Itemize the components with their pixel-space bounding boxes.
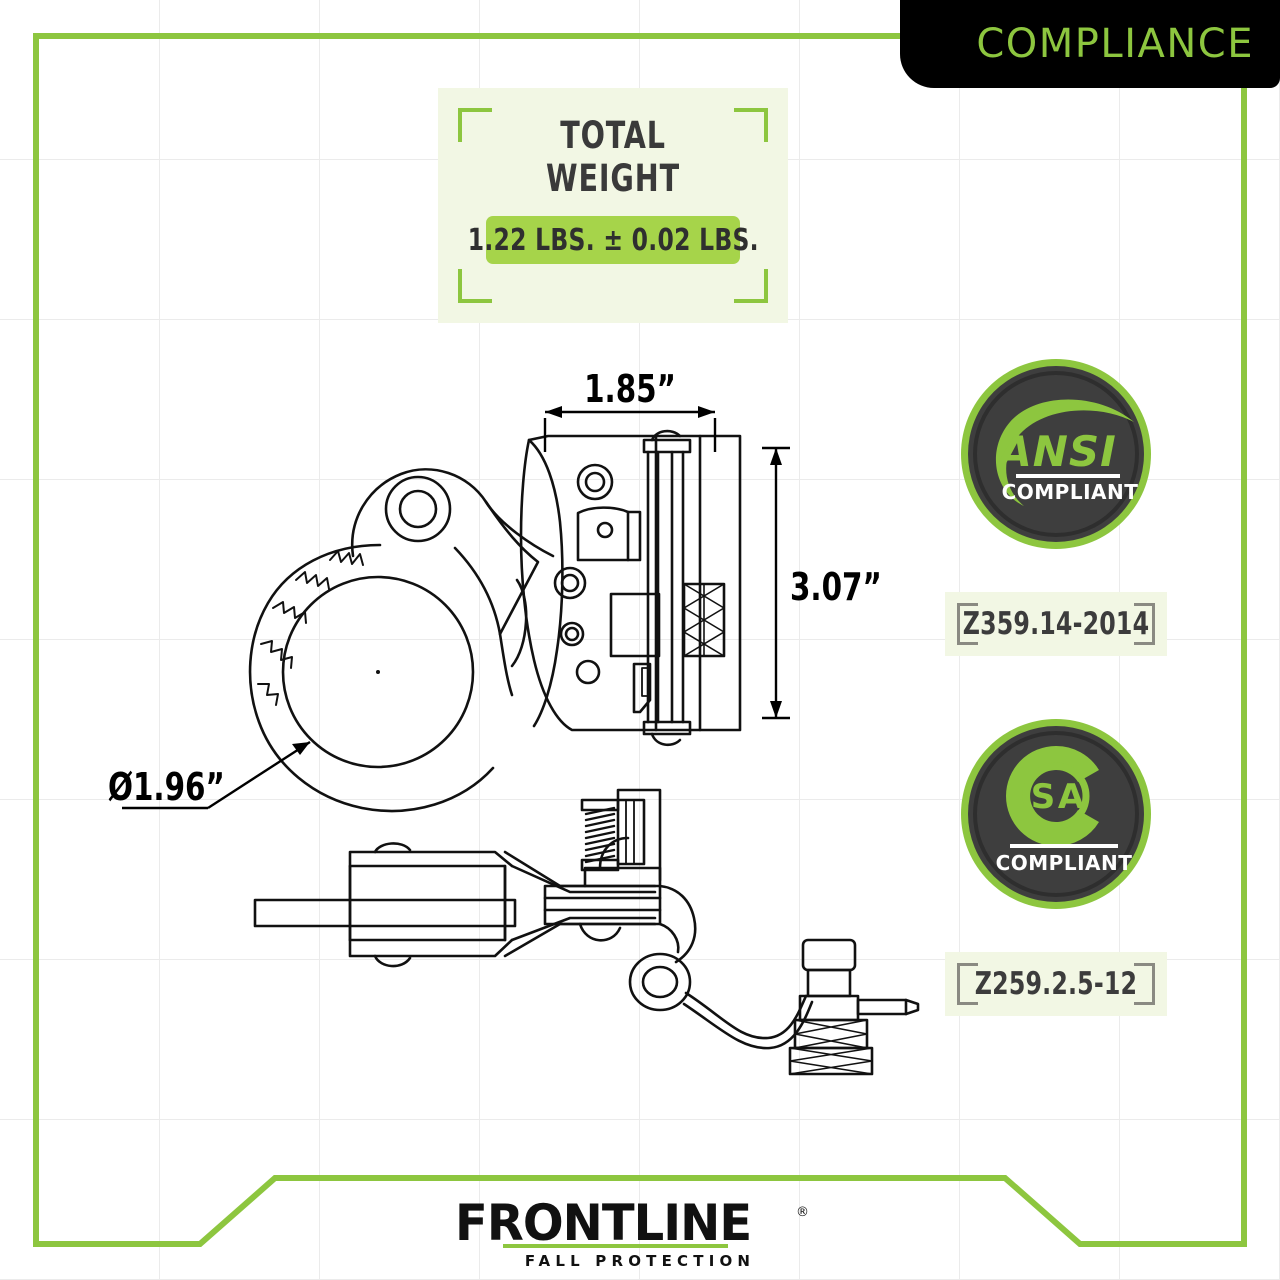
csa-compliant-badge: S A COMPLIANT xyxy=(961,719,1151,909)
corner-bracket-icon xyxy=(458,108,492,142)
total-weight-value-pill: 1.22 LBS. ± 0.02 LBS. xyxy=(467,216,758,264)
corner-bracket-icon xyxy=(734,269,768,303)
csa-standard-label: Z259.2.5-12 xyxy=(945,952,1167,1016)
ansi-standard-text: Z359.14-2014 xyxy=(962,606,1150,642)
total-weight-value: 1.22 LBS. ± 0.02 LBS. xyxy=(467,222,759,258)
compliance-banner: COMPLIANCE xyxy=(900,0,1280,88)
dimension-height-label: 3.07” xyxy=(790,566,882,610)
total-weight-label: TOTAL WEIGHT xyxy=(463,114,764,200)
corner-bracket-icon xyxy=(957,963,978,984)
ansi-mark-text: ANSI xyxy=(996,427,1117,476)
corner-bracket-icon xyxy=(1134,963,1155,984)
ansi-compliant-badge: ANSI COMPLIANT xyxy=(961,359,1151,549)
frontline-logo: FRONTLINE ® FALL PROTECTION xyxy=(455,1196,809,1270)
csa-standard-text: Z259.2.5-12 xyxy=(974,966,1138,1002)
dimension-width-label: 1.85” xyxy=(584,368,676,412)
dimension-diameter-label: Ø1.96” xyxy=(108,766,225,810)
frontline-registered-mark: ® xyxy=(796,1205,809,1220)
total-weight-label-line2: WEIGHT xyxy=(546,157,680,200)
corner-bracket-icon xyxy=(1134,603,1155,624)
corner-bracket-icon xyxy=(734,108,768,142)
ansi-compliant-text: COMPLIANT xyxy=(1002,480,1139,504)
corner-bracket-icon xyxy=(458,269,492,303)
frontline-tagline: FALL PROTECTION xyxy=(525,1252,755,1270)
corner-bracket-icon xyxy=(957,984,978,1005)
frontline-green-bar xyxy=(503,1244,728,1248)
corner-bracket-icon xyxy=(1134,624,1155,645)
total-weight-callout: TOTAL WEIGHT 1.22 LBS. ± 0.02 LBS. xyxy=(438,88,788,323)
ansi-standard-label: Z359.14-2014 xyxy=(945,592,1167,656)
corner-bracket-icon xyxy=(957,624,978,645)
csa-a-letter: A xyxy=(1058,777,1085,817)
csa-compliant-text: COMPLIANT xyxy=(996,851,1133,875)
csa-s-letter: S xyxy=(1031,777,1056,817)
total-weight-label-line1: TOTAL xyxy=(560,114,666,157)
corner-bracket-icon xyxy=(1134,984,1155,1005)
ansi-swoosh-icon xyxy=(995,399,1134,506)
compliance-banner-title: COMPLIANCE xyxy=(976,21,1254,67)
frontline-wordmark: FRONTLINE xyxy=(455,1196,751,1252)
corner-bracket-icon xyxy=(957,603,978,624)
